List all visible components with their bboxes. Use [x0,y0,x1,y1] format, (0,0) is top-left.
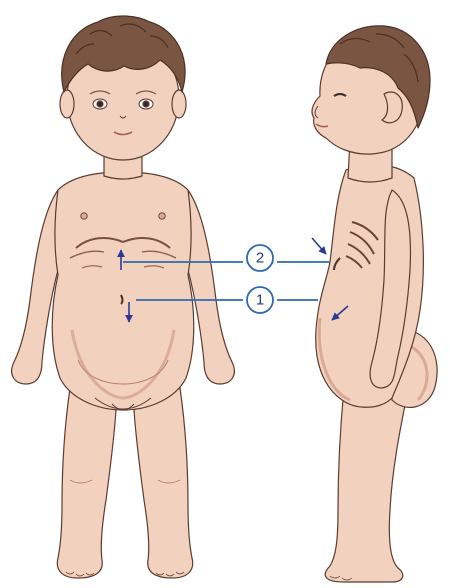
callout-2-number: 2 [256,250,264,267]
front-left-arm [12,190,58,384]
front-torso [52,172,194,410]
front-left-leg [57,388,116,578]
front-right-leg [134,388,193,578]
side-leg [325,388,406,582]
front-view-child [12,16,235,578]
callout-1-number: 1 [256,292,264,309]
front-right-arm [188,190,234,384]
side-view-child [312,26,437,582]
side-chest-arrow-icon [312,238,326,254]
